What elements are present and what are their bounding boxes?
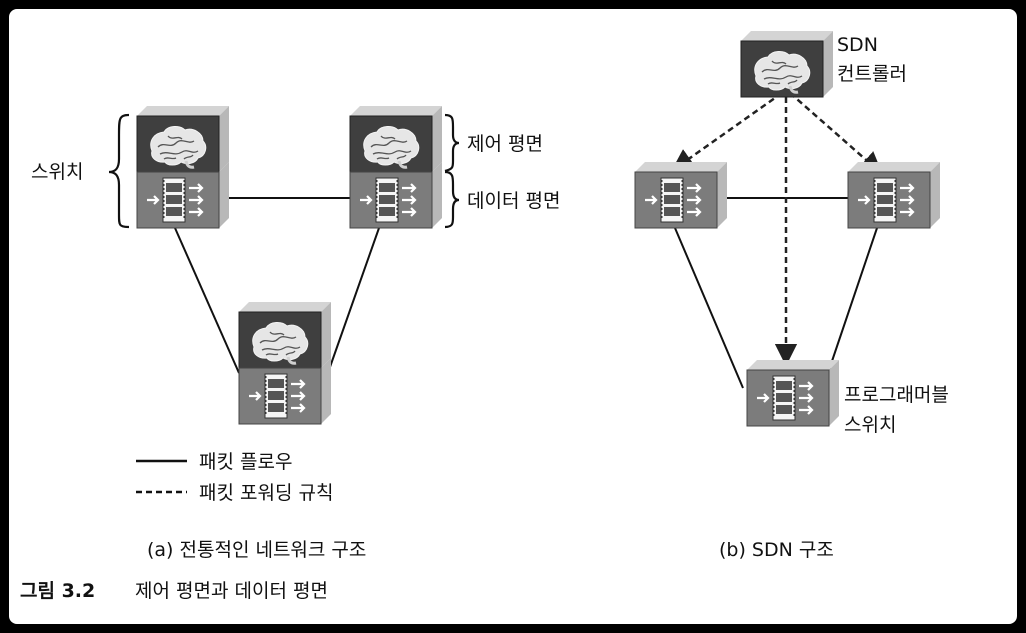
switch-label: 스위치 [31,161,83,183]
sdn-controller-label: SDN [837,34,878,56]
traditional-links [174,197,380,374]
traditional-switch [238,302,331,425]
figure-frame: 스위치 제어 평면 데이터 평면 패킷 플로우 패킷 포워딩 규칙 SDN 컨트… [9,9,1017,624]
packet-flow-link [828,227,878,371]
data-plane-box [238,358,331,425]
traditional-switch [349,106,442,229]
control-plane-box [349,106,442,173]
data-plane-box [349,162,442,229]
control-plane-label: 제어 평면 [467,133,543,155]
packet-flow-link [329,227,380,368]
data-plane-brace [444,170,460,229]
caption-b: (b) SDN 구조 [719,539,834,561]
forwarding-rule-arrow [789,92,883,175]
legend-packet-flow: 패킷 플로우 [199,451,292,473]
sdn-switch [847,162,940,229]
figure-title: 제어 평면과 데이터 평면 [135,580,328,602]
legend-packet-forwarding-rule: 패킷 포워딩 규칙 [199,482,333,504]
sdn-controller-box [740,31,833,98]
data-plane-label: 데이터 평면 [467,190,560,212]
programmable-switch-label: 스위치 [844,414,896,436]
sdn-switch [634,162,727,229]
control-plane-box [136,106,229,173]
control-plane-box [238,302,331,369]
traditional-switch [136,106,229,229]
network-diagram: 스위치 제어 평면 데이터 평면 패킷 플로우 패킷 포워딩 규칙 SDN 컨트… [20,31,949,602]
sdn-controller-label: 컨트롤러 [837,63,907,85]
programmable-switch [746,360,839,427]
programmable-switch-label: 프로그래머블 [844,384,949,406]
figure-number: 그림 3.2 [20,580,95,602]
control-plane-brace [444,113,460,173]
data-plane-box [136,162,229,229]
packet-flow-link [174,227,240,374]
switch-brace [108,113,130,229]
packet-flow-link [674,227,744,389]
legend: 패킷 플로우 패킷 포워딩 규칙 [136,451,333,504]
caption-a: (a) 전통적인 네트워크 구조 [147,539,366,561]
forwarding-rule-arrows [671,91,883,367]
forwarding-rule-arrow [671,91,783,172]
